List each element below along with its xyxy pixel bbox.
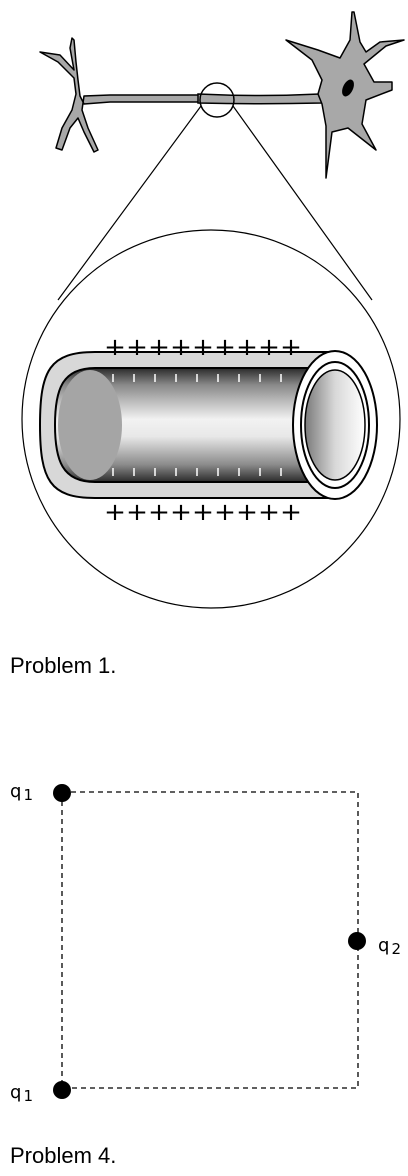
- charge-subscript: 2: [391, 940, 401, 958]
- problem1-caption: Problem 1.: [10, 653, 117, 678]
- neuron-nucleus: [342, 79, 354, 97]
- membrane-body: [53, 367, 331, 483]
- zoom-line-left: [57, 105, 202, 301]
- charge-subscript: 1: [23, 1087, 33, 1105]
- neuron: [39, 11, 405, 179]
- cylinder-left-cap: [58, 370, 122, 480]
- charge-symbol: q: [378, 935, 389, 956]
- neuron-left-dendrites: [39, 37, 203, 153]
- zoom-line-right: [232, 105, 373, 301]
- charge-subscript: 1: [23, 786, 33, 804]
- bottom-positive-charges: +++++++++: [104, 498, 302, 526]
- inner-charge-ticks-bottom: [112, 468, 282, 476]
- charge-dot-top-left: [53, 784, 71, 802]
- charge-symbol: q: [10, 1082, 21, 1103]
- charge-symbol: q: [10, 781, 21, 802]
- neuron-axon: [197, 93, 323, 105]
- axon-cylinder: [38, 350, 378, 500]
- inner-charge-ticks-top: [112, 374, 282, 382]
- top-positive-charges: +++++++++: [104, 333, 302, 361]
- dashed-square: [61, 791, 359, 1089]
- charge-dot-bottom-left: [53, 1081, 71, 1099]
- charge-dot-right: [348, 932, 366, 950]
- problem4-caption: Problem 4.: [10, 1143, 117, 1168]
- zoom-small-circle: [199, 82, 235, 118]
- cylinder-right-inner: [304, 369, 366, 481]
